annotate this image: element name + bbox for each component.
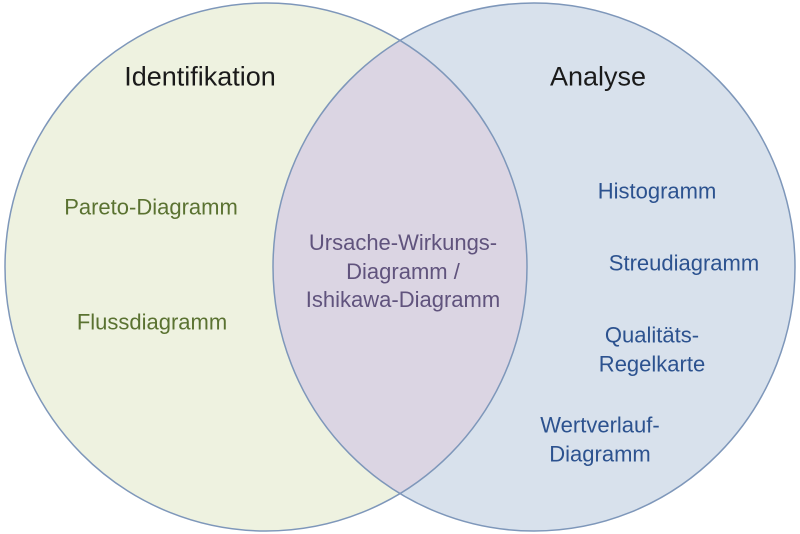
intersection-region xyxy=(273,3,527,531)
left-set-outline xyxy=(4,2,528,532)
right-set-outline xyxy=(272,2,796,532)
